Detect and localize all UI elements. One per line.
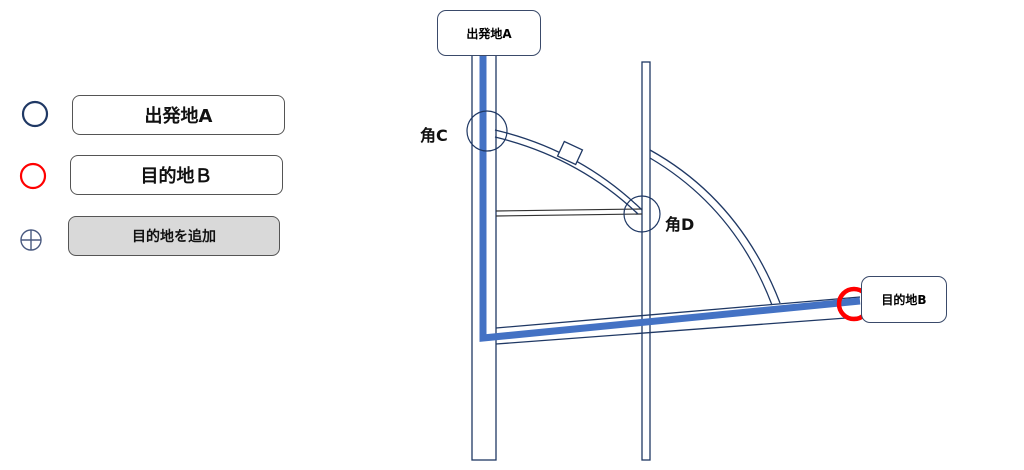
start-button[interactable]: 出発地A (72, 95, 285, 135)
curved-road-east (649, 149, 781, 306)
start-location-label: 出発地A (466, 26, 512, 41)
second-road (641, 61, 651, 461)
curved-road-cd (494, 129, 643, 215)
destination-location-label: 目的地B (881, 293, 927, 307)
add-destination-icon[interactable] (20, 229, 42, 251)
add-destination-label: 目的地を追加 (132, 229, 216, 245)
corner-d-circle (623, 195, 661, 233)
diagonal-road (495, 296, 861, 345)
destination-location-box[interactable]: 目的地B (861, 276, 947, 323)
corner-d-label: 角D (665, 215, 695, 234)
destination-marker-icon (19, 162, 47, 190)
destination-button[interactable]: 目的地Ｂ (70, 155, 283, 195)
destination-button-label: 目的地Ｂ (140, 166, 213, 187)
corner-c-circle (466, 110, 508, 152)
route-line (479, 55, 861, 342)
add-destination-button[interactable]: 目的地を追加 (68, 216, 280, 256)
road-marker-icon (556, 140, 584, 166)
start-location-box[interactable]: 出発地A (437, 10, 541, 56)
corner-c-label: 角C (420, 126, 448, 145)
start-button-label: 出発地A (144, 106, 213, 127)
cross-road (495, 208, 643, 217)
start-marker-icon (21, 100, 49, 128)
